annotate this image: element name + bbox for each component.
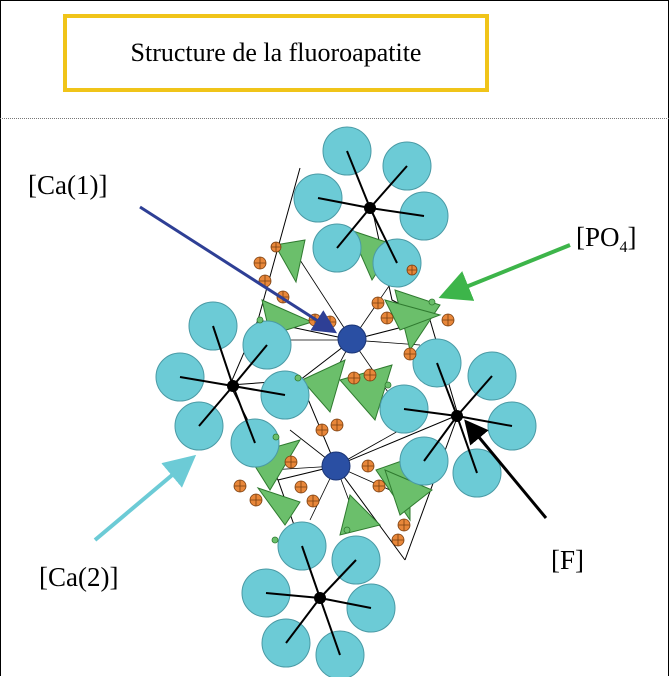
oxygen-atom — [371, 296, 385, 310]
fluorine-bonds — [179, 150, 513, 656]
ca2-arrow — [93, 454, 197, 542]
fluorine-atoms — [227, 202, 463, 604]
oxygen-atom — [347, 371, 361, 385]
fluorine-atom — [364, 202, 376, 214]
po4-label-prefix: [PO — [576, 222, 620, 252]
fluorine-atom — [314, 592, 326, 604]
oxygen-atom — [249, 493, 263, 507]
ca2-spheres — [155, 126, 537, 677]
oxygen-atom — [391, 533, 405, 547]
oxygen-atom — [441, 313, 455, 327]
oxygen-atom — [294, 480, 308, 494]
oxygen-atom — [403, 347, 417, 361]
oxygen-atom — [361, 459, 375, 473]
fluorine-atom — [451, 410, 463, 422]
oxygen-atom — [330, 418, 344, 432]
oxygen-atom — [315, 423, 329, 437]
ca1-label: [Ca(1)] — [28, 170, 108, 200]
oxygen-atom — [233, 479, 247, 493]
title-box: Structure de la fluoroapatite — [63, 14, 489, 92]
po4-arrow — [438, 243, 571, 301]
ca2-label: [Ca(2)] — [39, 562, 119, 592]
oxygen-atom — [270, 241, 282, 253]
oxygen-atom — [284, 455, 298, 469]
po4-label: [PO4] — [576, 222, 637, 256]
page-title: Structure de la fluoroapatite — [130, 38, 422, 67]
divider — [0, 118, 669, 119]
ca1-sphere — [337, 324, 367, 354]
ca1-sphere — [321, 451, 351, 481]
oxygen-atom — [253, 256, 267, 270]
oxygen-atom — [363, 368, 377, 382]
oxygen-atom — [372, 479, 386, 493]
oxygen-markers-green — [256, 298, 436, 544]
ca1-arrow — [139, 205, 338, 334]
ca1-spheres — [321, 324, 367, 481]
f-label: [F] — [551, 545, 584, 575]
oxygen-atom — [380, 311, 394, 325]
po4-label-subscript: 4 — [619, 239, 628, 256]
po4-label-suffix: ] — [627, 222, 637, 252]
fluorine-atom — [227, 380, 239, 392]
f-arrow — [464, 419, 548, 519]
oxygen-atom — [397, 518, 411, 532]
oxygen-atom — [406, 264, 418, 276]
oxygen-atom — [306, 494, 320, 508]
